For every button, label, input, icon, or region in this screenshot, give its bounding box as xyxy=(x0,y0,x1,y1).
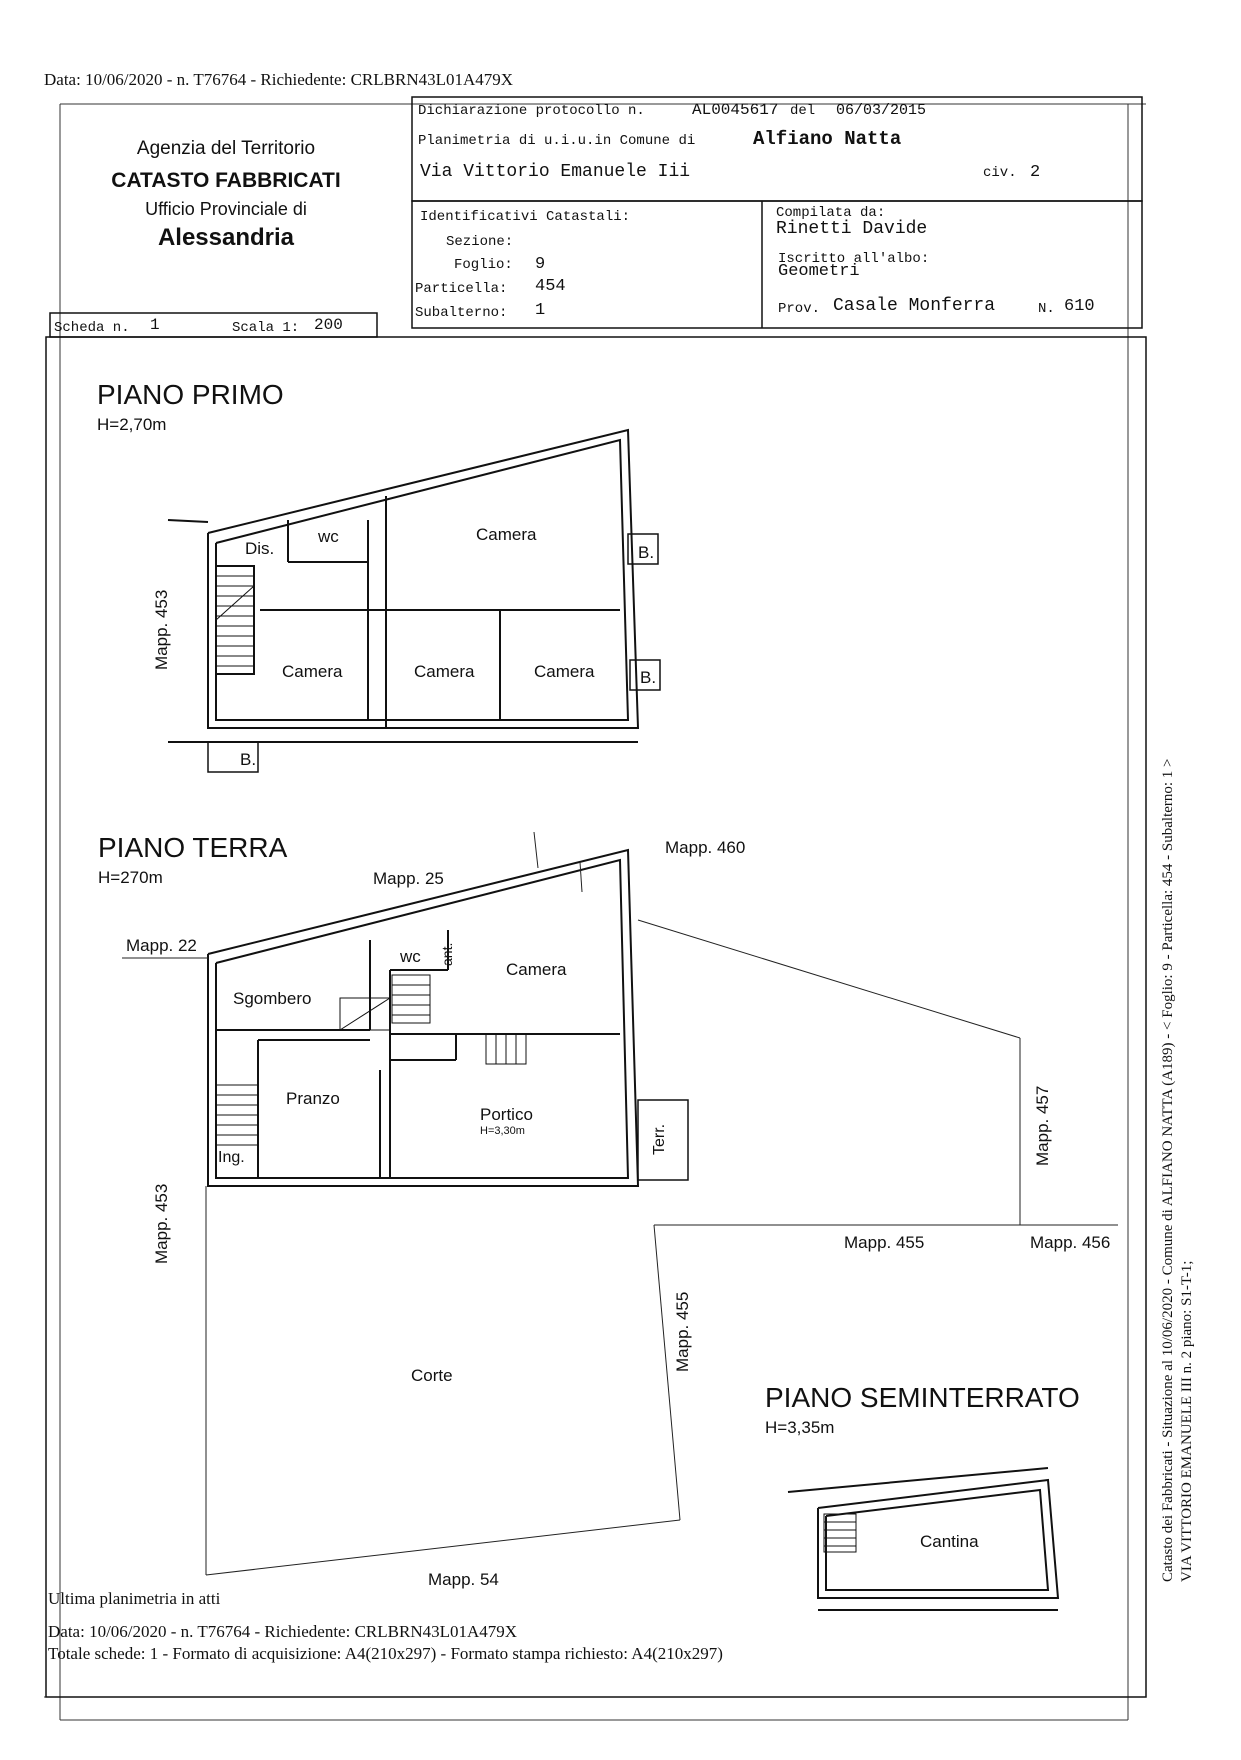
primo-balcony-3-label: B. xyxy=(240,750,256,769)
piano-primo-title: PIANO PRIMO xyxy=(97,379,284,410)
agency-department: CATASTO FABBRICATI xyxy=(111,169,340,192)
n-value: 610 xyxy=(1064,297,1095,316)
primo-mapp-453-label: Mapp. 453 xyxy=(152,590,171,670)
subalterno-label: Subalterno: xyxy=(415,305,507,321)
piano-seminterrato-height: H=3,35m xyxy=(765,1418,834,1437)
civ-number: 2 xyxy=(1030,163,1040,182)
terra-mapp-25-label: Mapp. 25 xyxy=(373,869,444,888)
agency-city: Alessandria xyxy=(158,224,295,251)
side-vertical-line-1: Catasto dei Fabbricati - Situazione al 1… xyxy=(1160,758,1176,1582)
piano-terra-stairs xyxy=(215,974,527,1146)
piano-primo-balconies xyxy=(207,533,661,773)
terra-terr-label: Terr. xyxy=(651,1124,668,1155)
outer-frame xyxy=(44,103,1146,1721)
top-request-line: Data: 10/06/2020 - n. T76764 - Richieden… xyxy=(44,70,513,89)
comune-name: Alfiano Natta xyxy=(753,128,901,150)
piano-primo-stairs xyxy=(215,575,255,667)
declaration-date: 06/03/2015 xyxy=(836,102,926,119)
header-boxes xyxy=(45,96,1147,1698)
piano-seminterrato-title: PIANO SEMINTERRATO xyxy=(765,1382,1080,1413)
piano-seminterrato-plan xyxy=(787,1467,1060,1611)
sezione-label: Sezione: xyxy=(446,234,513,250)
primo-camera-top-label: Camera xyxy=(476,525,537,544)
particella-value: 454 xyxy=(535,277,566,296)
primo-balcony-2-label: B. xyxy=(640,668,656,687)
primo-wc-label: wc xyxy=(317,527,339,546)
primo-balcony-1-label: B. xyxy=(638,543,654,562)
compiler-name: Rinetti Davide xyxy=(776,219,927,239)
civ-label: civ. xyxy=(983,165,1017,181)
identifiers-title: Identificativi Catastali: xyxy=(420,209,630,225)
prov-label: Prov. xyxy=(778,301,820,317)
side-vertical-line-2: VIA VITTORIO EMANUELE III n. 2 piano: S1… xyxy=(1179,1261,1195,1582)
terra-mapp-460-label: Mapp. 460 xyxy=(665,838,745,857)
terra-portico-label: Portico xyxy=(480,1105,533,1124)
primo-camera-right-label: Camera xyxy=(534,662,595,681)
compiled-label: Compilata da: xyxy=(776,205,885,221)
plan-label: Planimetria di u.i.u.in Comune di xyxy=(418,133,695,149)
terra-sgombero-label: Sgombero xyxy=(233,989,311,1008)
n-label: N. xyxy=(1038,301,1055,317)
footer-last-plan: Ultima planimetria in atti xyxy=(48,1589,221,1608)
agency-name: Agenzia del Territorio xyxy=(137,138,315,159)
declaration-del: del xyxy=(790,103,815,119)
primo-camera-mid-label: Camera xyxy=(414,662,475,681)
scheda-label: Scheda n. xyxy=(54,320,130,336)
foglio-label: Foglio: xyxy=(454,257,513,273)
terra-portico-height: H=3,30m xyxy=(480,1125,525,1137)
terra-corte-label: Corte xyxy=(411,1366,453,1385)
terra-wc-label: wc xyxy=(399,947,421,966)
scheda-value: 1 xyxy=(150,316,160,334)
terra-mapp-456-label: Mapp. 456 xyxy=(1030,1233,1110,1252)
terra-mapp-455-vertical-label: Mapp. 455 xyxy=(673,1292,692,1372)
primo-camera-left-label: Camera xyxy=(282,662,343,681)
primo-dis-label: Dis. xyxy=(245,539,274,558)
declaration-label: Dichiarazione protocollo n. xyxy=(418,103,645,119)
terra-ant-label: ant. xyxy=(439,943,455,966)
piano-terra-plan xyxy=(207,848,640,1187)
semi-cantina-label: Cantina xyxy=(920,1532,979,1551)
agency-office: Ufficio Provinciale di xyxy=(145,199,307,219)
terra-site-boundaries xyxy=(122,831,1118,1576)
foglio-value: 9 xyxy=(535,255,545,274)
terra-mapp-54-label: Mapp. 54 xyxy=(428,1570,499,1589)
piano-primo-height: H=2,70m xyxy=(97,415,166,434)
seminterrato-stairs xyxy=(823,1513,857,1553)
albo-label: Iscritto all'albo: xyxy=(778,251,929,267)
albo-value: Geometri xyxy=(778,262,860,281)
piano-terra-title: PIANO TERRA xyxy=(98,832,288,863)
subalterno-value: 1 xyxy=(535,301,545,320)
scala-label: Scala 1: xyxy=(232,320,299,336)
terra-mapp-455-horizontal-label: Mapp. 455 xyxy=(844,1233,924,1252)
terra-terrace xyxy=(637,1099,689,1181)
terra-camera-label: Camera xyxy=(506,960,567,979)
footer-data-line: Data: 10/06/2020 - n. T76764 - Richieden… xyxy=(48,1622,517,1641)
scala-value: 200 xyxy=(314,316,343,334)
terra-ing-label: Ing. xyxy=(218,1149,245,1166)
piano-terra-height: H=270m xyxy=(98,868,163,887)
terra-mapp-453-label: Mapp. 453 xyxy=(152,1184,171,1264)
prov-value: Casale Monferra xyxy=(833,296,995,316)
terra-mapp-22-label: Mapp. 22 xyxy=(126,936,197,955)
declaration-number: AL0045617 xyxy=(692,101,778,119)
particella-label: Particella: xyxy=(415,281,507,297)
footer-totale-line: Totale schede: 1 - Formato di acquisizio… xyxy=(48,1644,723,1663)
terra-mapp-457-label: Mapp. 457 xyxy=(1033,1086,1052,1166)
terra-pranzo-label: Pranzo xyxy=(286,1089,340,1108)
street-address: Via Vittorio Emanuele Iii xyxy=(420,162,690,182)
